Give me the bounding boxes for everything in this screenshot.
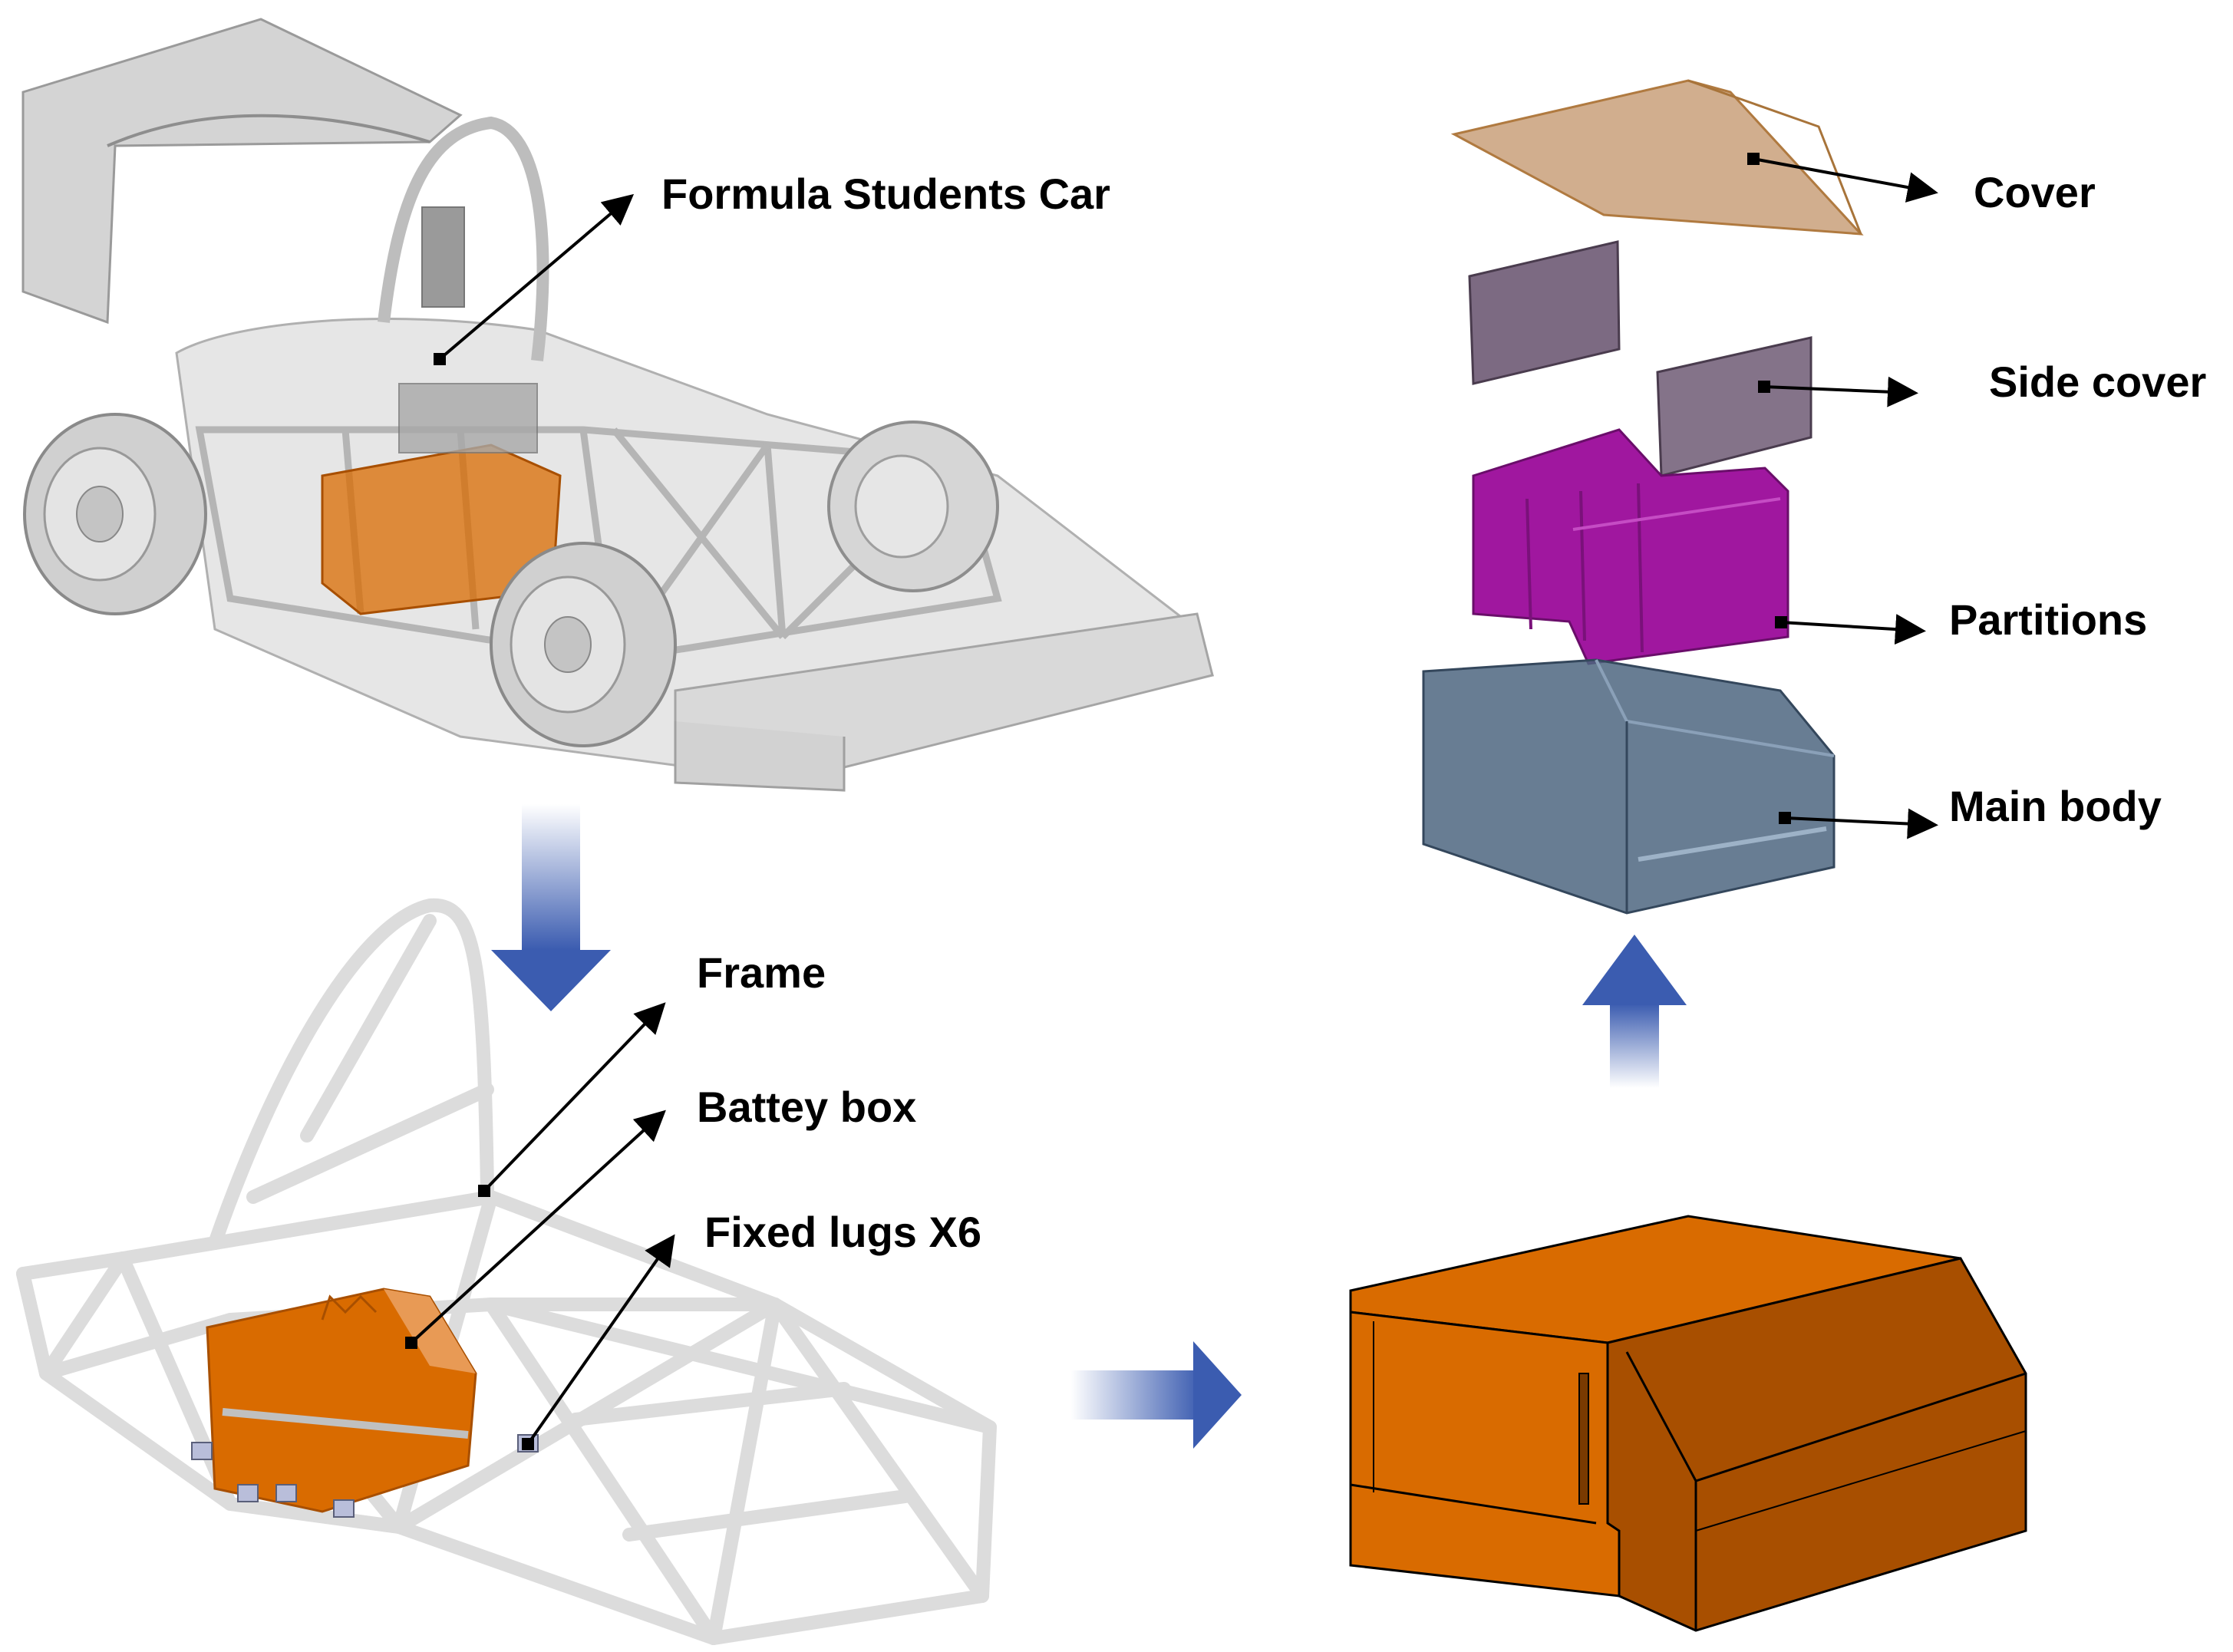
main-body-label: Main body [1949,782,2162,830]
side-cover-leader-line [1758,376,1918,407]
down-arrow [491,804,611,1011]
battery-box-solid [1349,1215,2027,1632]
rear-wheel [23,413,207,615]
side-cover-left-part [1468,240,1621,385]
partitions-part [1472,428,1789,665]
side-cover-right-part [1656,336,1812,477]
cover-label: Cover [1974,168,2096,216]
up-arrow [1582,935,1687,1088]
partitions-leader-line [1775,614,1926,645]
formula-student-car-illustration [21,18,1215,792]
fixed-lugs-leader-line [522,1234,675,1450]
main-body-part [1422,658,1836,915]
frame-label: Frame [697,948,826,997]
battery-box-leader-line [405,1110,666,1349]
car-leader-line [434,193,635,365]
frame-illustration [16,898,997,1645]
frame-leader-line [478,1002,666,1197]
fixed-lugs-label: Fixed lugs X6 [704,1208,981,1256]
side-cover-label: Side cover [1989,358,2206,406]
front-right-wheel [827,420,999,592]
main-body-leader-line [1779,808,1938,839]
battery-box-label: Battey box [697,1083,916,1131]
front-wheel [490,542,677,747]
right-arrow [1070,1341,1242,1449]
car-label: Formula Students Car [661,170,1110,218]
partitions-label: Partitions [1949,595,2147,644]
cover-part [1450,79,1864,236]
cover-leader-line [1747,153,1938,203]
